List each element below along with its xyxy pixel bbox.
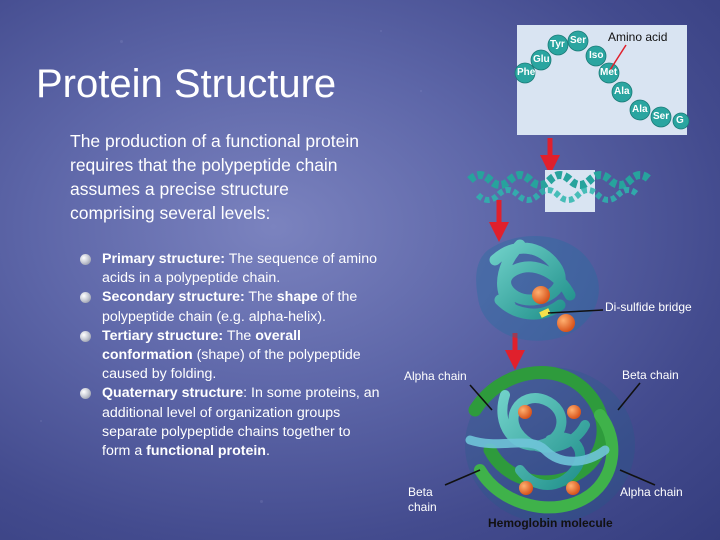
beta-chain-label-left: Beta chain	[408, 485, 437, 514]
amino-acid-ser: Ser	[570, 35, 587, 46]
amino-acid-pointer	[609, 44, 627, 71]
beta-chain-label-right: Beta chain	[622, 368, 679, 382]
bullet-term: Quaternary structure	[102, 385, 244, 402]
structure-levels-list: Primary structure: The sequence of amino…	[80, 250, 380, 461]
amino-acid-ser-2: Ser	[653, 111, 670, 122]
amino-acid-glu: Glu	[533, 54, 550, 65]
secondary-structure-helix	[467, 170, 653, 212]
hemoglobin-label: Hemoglobin molecule	[488, 516, 613, 530]
bullet-icon	[80, 292, 91, 304]
bullet-term: Secondary structure:	[102, 289, 245, 306]
bullet-text: The sequence of amino acids in a polypep…	[102, 251, 377, 287]
intro-paragraph: The production of a functional protein r…	[70, 131, 359, 223]
alpha-chain-label-right: Alpha chain	[620, 485, 683, 499]
amino-acid-ala: Ala	[614, 86, 630, 97]
bullet-text: The	[223, 327, 256, 344]
disulfide-bridge-label: Di-sulfide bridge	[605, 300, 692, 314]
bullet-icon	[80, 254, 91, 265]
bullet-primary-structure: Primary structure: The sequence of amino…	[80, 250, 380, 288]
amino-acid-tyr: Tyr	[550, 39, 565, 50]
bullet-text: .	[265, 443, 270, 460]
bullet-emphasis: shape	[276, 289, 318, 306]
amino-acid-met: Met	[600, 67, 618, 78]
bullet-secondary-structure: Secondary structure: The shape of the po…	[80, 288, 380, 326]
bullet-text: of the polypeptide chain (e.g. alpha-hel…	[102, 289, 358, 325]
alpha-chain-label-left: Alpha chain	[404, 369, 467, 383]
bullet-emphasis: functional protein	[146, 443, 266, 460]
amino-acid-chain	[514, 30, 690, 130]
bullet-emphasis: overall conformation	[102, 327, 301, 364]
bullet-term: Tertiary structure:	[102, 327, 224, 344]
bullet-text: The	[244, 289, 277, 306]
bullet-text: (shape) of the polypeptide caused by fol…	[102, 347, 361, 383]
amino-acid-ala-2: Ala	[632, 104, 648, 115]
bullet-tertiary-structure: Tertiary structure: The overall conforma…	[80, 327, 380, 385]
amino-acid-phe: Phe	[517, 67, 536, 78]
chain-pointer-lines	[444, 382, 656, 486]
hemoglobin-molecule	[465, 366, 635, 523]
bullet-icon	[80, 330, 91, 342]
amino-acid-g: G	[676, 115, 684, 126]
bullet-term: Primary structure:	[102, 251, 226, 267]
amino-acid-iso: Iso	[589, 50, 604, 61]
bullet-text: : In some proteins, an additional level …	[102, 385, 380, 460]
bullet-icon	[80, 388, 91, 400]
tertiary-structure	[476, 236, 604, 341]
bullet-quaternary-structure: Quaternary structure: In some proteins, …	[80, 384, 380, 461]
slide-title: Protein Structure	[36, 62, 337, 106]
amino-acid-label: Amino acid	[608, 30, 668, 44]
